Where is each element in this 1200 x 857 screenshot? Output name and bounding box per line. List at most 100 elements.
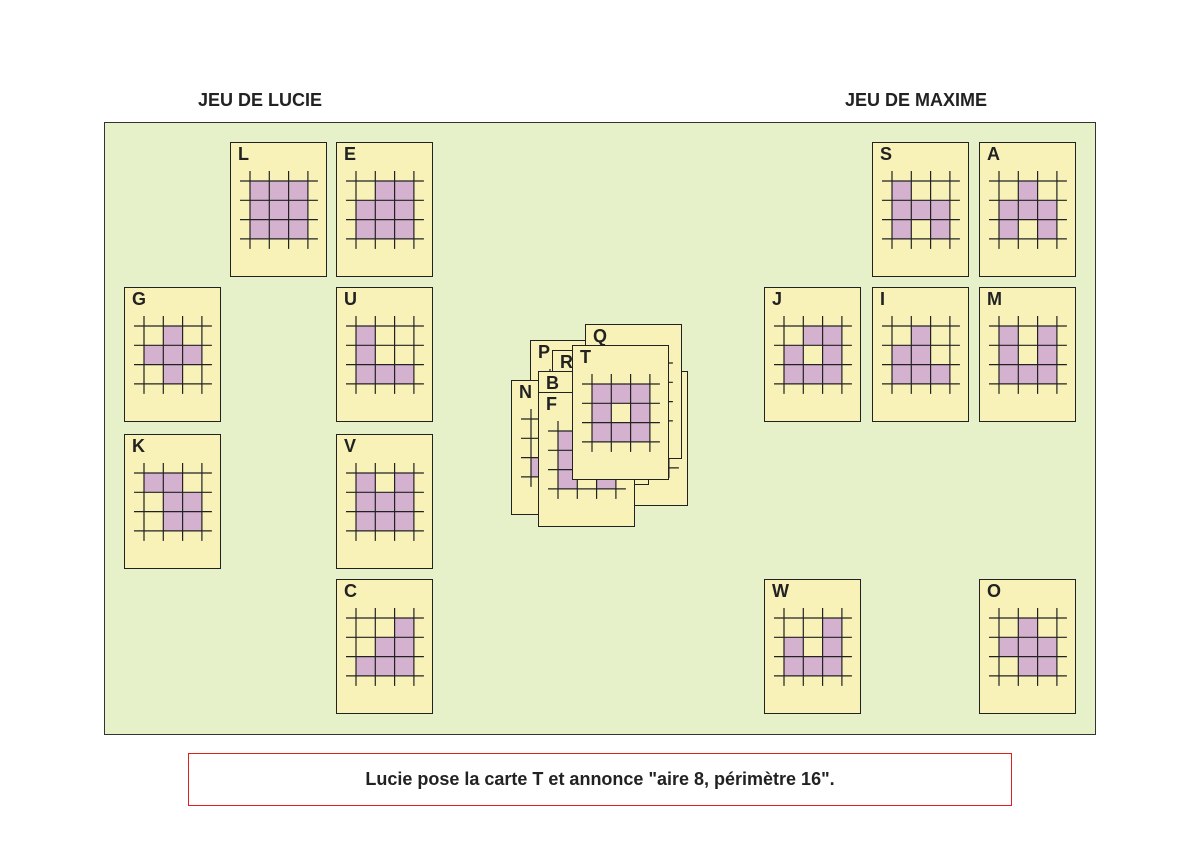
grid-cell xyxy=(250,181,270,201)
grid-cell xyxy=(182,345,202,365)
card-grid xyxy=(774,316,852,394)
grid-cell xyxy=(250,200,270,220)
grid-cell xyxy=(784,364,804,384)
card-grid xyxy=(989,171,1067,249)
grid-cell xyxy=(1018,364,1038,384)
grid-cell xyxy=(611,384,631,404)
grid-cell xyxy=(1018,181,1038,201)
card-grid xyxy=(346,316,424,394)
card-letter: F xyxy=(546,394,557,414)
grid-cell xyxy=(394,492,414,512)
grid-cell xyxy=(375,219,395,239)
card-letter: V xyxy=(344,436,357,456)
grid-cell xyxy=(930,219,950,239)
grid-cell xyxy=(892,364,912,384)
card-l[interactable]: L xyxy=(230,142,327,277)
grid-cell xyxy=(250,219,270,239)
grid-cell xyxy=(822,618,842,638)
grid-cell xyxy=(394,637,414,657)
card-v[interactable]: V xyxy=(336,434,433,569)
grid-cell xyxy=(999,637,1019,657)
card-grid xyxy=(346,608,424,686)
card-letter: S xyxy=(880,144,893,164)
card-t[interactable]: T xyxy=(572,345,669,480)
card-e[interactable]: E xyxy=(336,142,433,277)
grid-cell xyxy=(911,364,931,384)
card-u[interactable]: U xyxy=(336,287,433,422)
card-grid xyxy=(989,316,1067,394)
grid-cell xyxy=(375,656,395,676)
card-grid xyxy=(346,463,424,541)
card-letter: R xyxy=(560,352,573,372)
grid-cell xyxy=(394,511,414,531)
card-grid xyxy=(240,171,318,249)
card-m[interactable]: M xyxy=(979,287,1076,422)
grid-cell xyxy=(930,364,950,384)
card-w[interactable]: W xyxy=(764,579,861,714)
card-letter: C xyxy=(344,581,357,601)
card-letter: P xyxy=(538,342,551,362)
card-letter: M xyxy=(987,289,1002,309)
card-letter: B xyxy=(546,373,559,393)
grid-cell xyxy=(375,511,395,531)
card-letter: T xyxy=(580,347,591,367)
grid-cell xyxy=(375,181,395,201)
card-a[interactable]: A xyxy=(979,142,1076,277)
grid-cell xyxy=(1018,618,1038,638)
grid-cell xyxy=(999,200,1019,220)
grid-cell xyxy=(630,422,650,442)
grid-cell xyxy=(356,219,376,239)
card-i[interactable]: I xyxy=(872,287,969,422)
grid-cell xyxy=(1018,637,1038,657)
card-letter: A xyxy=(987,144,1000,164)
grid-cell xyxy=(1037,200,1057,220)
grid-cell xyxy=(911,345,931,365)
card-j[interactable]: J xyxy=(764,287,861,422)
grid-cell xyxy=(163,345,183,365)
grid-cell xyxy=(999,326,1019,346)
card-grid xyxy=(882,316,960,394)
card-o[interactable]: O xyxy=(979,579,1076,714)
card-c[interactable]: C xyxy=(336,579,433,714)
grid-cell xyxy=(356,326,376,346)
grid-cell xyxy=(269,200,289,220)
grid-cell xyxy=(144,345,164,365)
grid-cell xyxy=(375,200,395,220)
grid-cell xyxy=(394,618,414,638)
card-letter: Q xyxy=(593,326,608,346)
card-letter: L xyxy=(238,144,249,164)
card-letter: O xyxy=(987,581,1002,601)
card-letter: W xyxy=(772,581,789,601)
grid-cell xyxy=(930,200,950,220)
grid-cell xyxy=(1037,326,1057,346)
grid-cell xyxy=(803,656,823,676)
card-s[interactable]: S xyxy=(872,142,969,277)
card-letter: U xyxy=(344,289,357,309)
card-grid xyxy=(346,171,424,249)
grid-cell xyxy=(288,219,308,239)
card-k[interactable]: K xyxy=(124,434,221,569)
card-grid xyxy=(774,608,852,686)
grid-cell xyxy=(356,200,376,220)
grid-cell xyxy=(356,364,376,384)
grid-cell xyxy=(892,219,912,239)
card-letter: G xyxy=(132,289,147,309)
grid-cell xyxy=(784,656,804,676)
grid-cell xyxy=(1018,656,1038,676)
grid-cell xyxy=(1037,345,1057,365)
card-g[interactable]: G xyxy=(124,287,221,422)
card-letter: E xyxy=(344,144,357,164)
grid-cell xyxy=(999,219,1019,239)
card-letter: I xyxy=(880,289,886,309)
grid-cell xyxy=(163,326,183,346)
grid-cell xyxy=(803,326,823,346)
card-letter: N xyxy=(519,382,532,402)
grid-cell xyxy=(394,219,414,239)
grid-cell xyxy=(163,492,183,512)
card-grid xyxy=(582,374,660,452)
grid-cell xyxy=(163,364,183,384)
grid-cell xyxy=(375,364,395,384)
grid-cell xyxy=(784,637,804,657)
grid-cell xyxy=(356,492,376,512)
grid-cell xyxy=(999,345,1019,365)
